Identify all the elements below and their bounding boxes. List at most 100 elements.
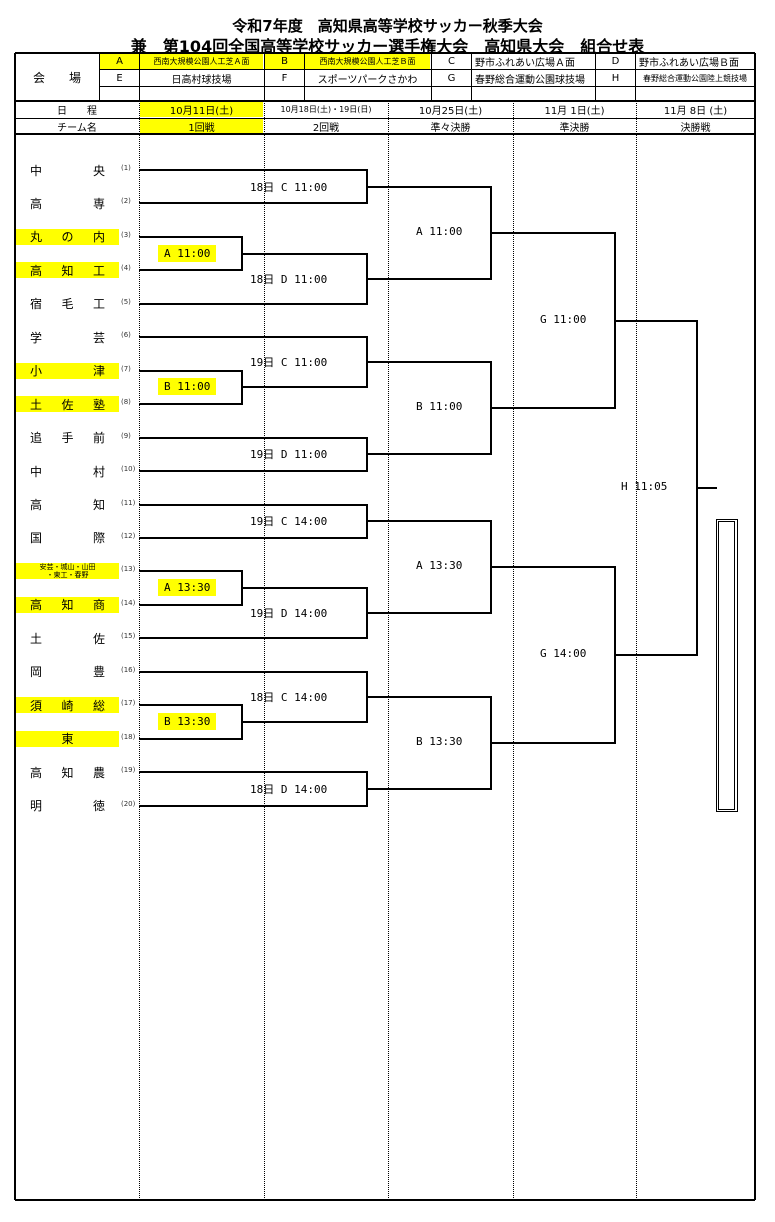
column-divider: [636, 101, 637, 1200]
table-border: [15, 52, 755, 54]
round-date-2: 10月18日(土)・19日(日): [280, 105, 372, 114]
bracket-line: [367, 612, 491, 615]
team-name: 学芸: [16, 329, 119, 345]
venue-code-H: H: [611, 72, 620, 84]
venue-label: 会 場: [32, 70, 81, 85]
team-name-header: チーム名: [57, 122, 97, 134]
team-name-char: 高: [30, 765, 43, 780]
bracket-line: [367, 695, 491, 698]
team-name: 明徳: [16, 798, 119, 814]
team-name-line: ・東工・春野: [46, 571, 89, 580]
venue-name-B: 西南大規模公園人工芝Ｂ面: [305, 54, 430, 69]
bracket-line: [139, 603, 242, 606]
table-border: [138, 53, 140, 101]
bracket-line: [139, 704, 242, 707]
table-border: [263, 53, 265, 101]
page-title: 令和7年度 高知県高等学校サッカー秋季大会: [232, 17, 543, 35]
team-name: 安芸・城山・山田・東工・春野: [16, 563, 119, 580]
table-border: [754, 53, 756, 1200]
team-name-char: 専: [92, 196, 105, 211]
table-border: [99, 68, 755, 70]
team-name-char: 農: [92, 765, 105, 780]
round-date-4: 11月 1日(土): [544, 106, 605, 117]
team-name: 高知農: [16, 764, 119, 780]
bracket-line: [139, 637, 367, 640]
quarterfinal-match-label: B 13:30: [416, 734, 463, 748]
team-name-char: 高: [30, 263, 43, 278]
round-name-2: 2回戦: [312, 122, 340, 134]
bracket-line: [139, 670, 367, 673]
team-name-char: 工: [92, 297, 105, 312]
bracket-line: [615, 319, 697, 322]
team-name-char: 土: [30, 397, 43, 412]
seed-number: (11): [121, 498, 136, 507]
venue-name-G: 春野総合運動公園球技場: [475, 74, 585, 86]
team-name-char: 際: [92, 531, 105, 546]
team-name: 岡豊: [16, 664, 119, 680]
seed-number: (1): [121, 164, 131, 172]
team-name-char: 高: [30, 196, 43, 211]
team-name-char: 佐: [92, 631, 105, 646]
round2-match-label: 18日 D 11:00: [250, 272, 328, 286]
bracket-line: [242, 386, 367, 389]
team-name-char: 手: [61, 431, 74, 446]
venue-code-E: E: [116, 72, 123, 84]
bracket-line: [242, 252, 367, 255]
seed-number: (17): [121, 699, 136, 708]
venue-name-C: 野市ふれあい広場Ａ面: [475, 58, 575, 69]
seed-number: (18): [121, 732, 136, 741]
seed-number: (6): [121, 331, 131, 340]
venue-code-A: A: [100, 54, 139, 69]
bracket-line: [139, 202, 367, 205]
team-name: 中村: [16, 463, 119, 479]
seed-number: (4): [121, 264, 131, 273]
team-name-char: 学: [30, 330, 43, 345]
round1-match-label: B 11:00: [158, 378, 217, 396]
quarterfinal-match-label: B 11:00: [416, 400, 463, 414]
table-border: [15, 100, 755, 102]
team-name-char: 津: [92, 364, 105, 379]
bracket-line: [367, 185, 491, 188]
table-border: [15, 1199, 755, 1201]
round2-match-label: 19日 C 11:00: [250, 356, 328, 370]
seed-number: (13): [121, 565, 136, 574]
team-name-char: 佐: [61, 397, 74, 412]
round1-match-label: B 13:30: [158, 712, 217, 730]
column-divider: [139, 101, 140, 1200]
table-border: [430, 53, 432, 101]
bracket-line: [491, 231, 615, 234]
team-name: 高知商: [16, 596, 119, 613]
seed-number: (5): [121, 297, 131, 306]
table-border: [15, 117, 755, 119]
round2-match-label: 19日 D 11:00: [250, 448, 328, 462]
table-border: [98, 53, 100, 101]
bracket-line: [367, 453, 491, 456]
venue-name-A: 西南大規模公園人工芝Ａ面: [140, 54, 263, 69]
bracket-line: [139, 470, 367, 473]
bracket-line: [139, 536, 367, 539]
team-name-char: 毛: [61, 297, 74, 312]
venue-code-D: D: [611, 56, 620, 67]
final-match-label: H 11:05: [621, 479, 668, 493]
bracket-line: [242, 587, 367, 590]
team-name: 高知: [16, 497, 119, 513]
champion-box: [716, 519, 738, 812]
round2-match-label: 18日 C 11:00: [250, 180, 328, 194]
team-name-char: 知: [92, 498, 105, 512]
team-name-char: 塾: [92, 397, 105, 412]
team-name: 土佐: [16, 630, 119, 646]
column-divider: [388, 101, 389, 1200]
semifinal-match-label: G 14:00: [540, 647, 587, 661]
round-date-5: 11月 8日 (土): [663, 106, 728, 117]
table-border: [634, 53, 636, 101]
bracket-line: [139, 503, 367, 506]
bracket-line: [367, 787, 491, 790]
team-name-char: 総: [92, 698, 105, 713]
seed-number: (12): [121, 531, 136, 540]
team-name-char: 追: [30, 431, 43, 446]
team-name-char: 村: [92, 464, 105, 479]
bracket-line: [139, 302, 367, 305]
bracket-line: [139, 235, 242, 238]
team-name: 追手前: [16, 430, 119, 446]
